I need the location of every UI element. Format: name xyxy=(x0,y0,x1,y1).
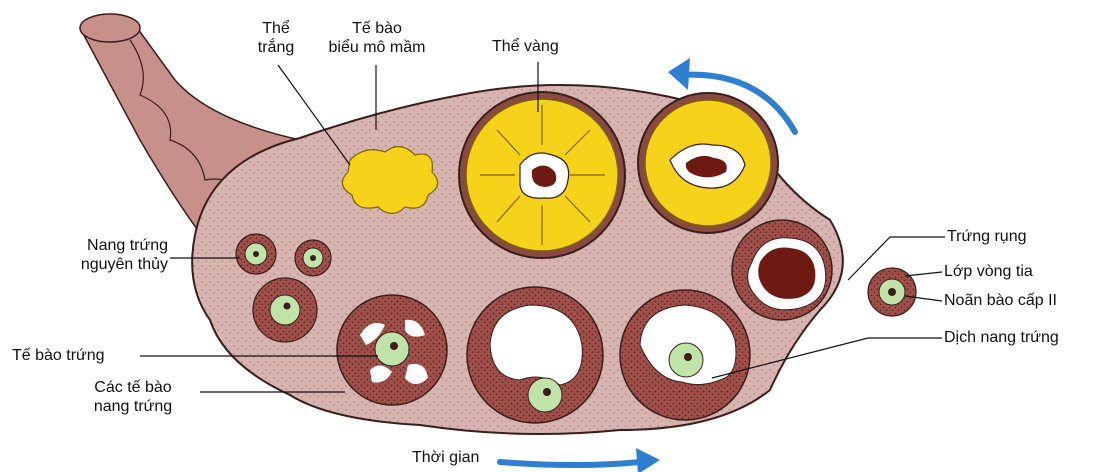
time-arrow-bottom xyxy=(500,462,640,465)
label-cac-te-bao-line-1: Các tế bào xyxy=(70,378,196,397)
label-the-trang: Thể trắng xyxy=(248,19,304,57)
time-arrow-top-head xyxy=(668,58,690,90)
corpus-albicans xyxy=(342,147,437,214)
time-arrow-bottom-head xyxy=(636,448,660,472)
label-the-vang: Thể vàng xyxy=(492,37,559,56)
label-te-bao-line-2: biểu mô mầm xyxy=(312,38,442,57)
label-cac-te-bao-line-2: nang trứng xyxy=(70,397,196,416)
label-nang-trung-line-2: nguyên thủy xyxy=(40,255,168,274)
label-te-bao-line-1: Tế bào xyxy=(312,19,442,38)
label-the-trang-line-2: trắng xyxy=(248,38,304,57)
leader-lop-vong-tia xyxy=(905,272,942,276)
label-te-bao-trung: Tế bào trứng xyxy=(12,346,105,365)
label-thoi-gian: Thời gian xyxy=(412,448,479,467)
label-the-trang-line-1: Thể xyxy=(248,19,304,38)
label-noan-bao-cap-ii: Noãn bào cấp II xyxy=(944,291,1057,310)
label-trung-rung: Trứng rụng xyxy=(947,227,1026,246)
label-dich-nang-trung: Dịch nang trứng xyxy=(944,328,1059,347)
label-nang-trung-line-1: Nang trứng xyxy=(40,236,168,255)
oviduct-lumen xyxy=(80,14,140,42)
label-cac-te-bao-nang-trung: Các tế bào nang trứng xyxy=(70,378,196,416)
label-lop-vong-tia: Lớp vòng tia xyxy=(944,262,1033,281)
label-te-bao-bieu-mo-mam: Tế bào biểu mô mầm xyxy=(312,19,442,57)
label-nang-trung-nguyen-thuy: Nang trứng nguyên thủy xyxy=(40,236,168,274)
